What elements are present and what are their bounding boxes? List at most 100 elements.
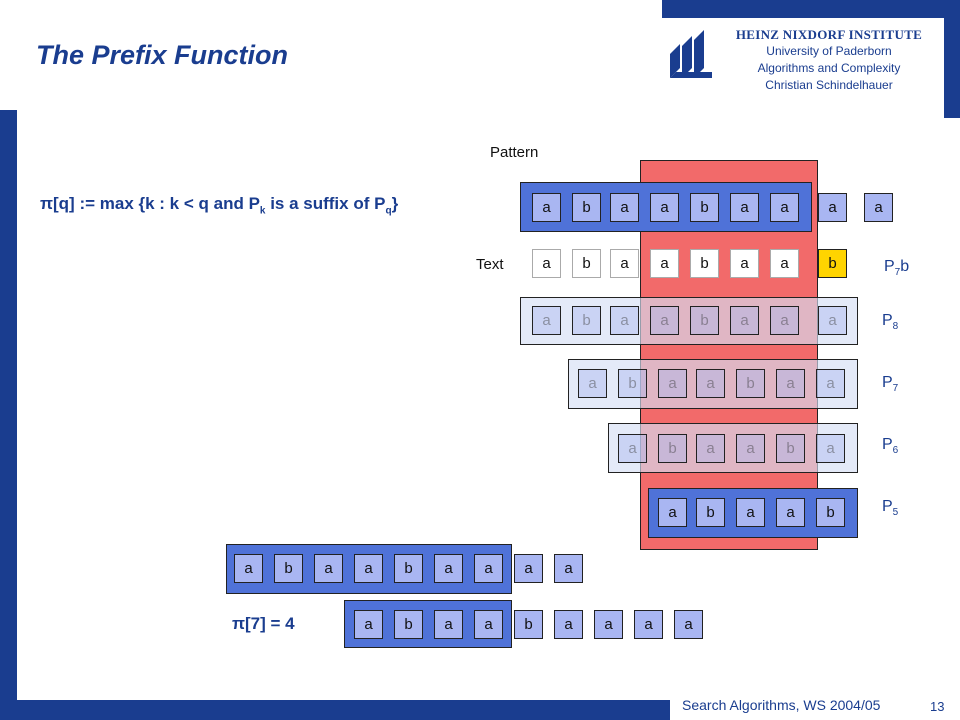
p5-cell: a: [736, 498, 765, 527]
p5-cell: b: [696, 498, 725, 527]
bottom-shift-cell: a: [554, 610, 583, 639]
p8-cell: b: [572, 306, 601, 335]
university-name: University of Paderborn: [766, 44, 892, 58]
p8-cell: a: [730, 306, 759, 335]
p8-frame: [520, 297, 858, 345]
label-p6-base: P: [882, 436, 893, 453]
label-p8-base: P: [882, 312, 893, 329]
department-name: Algorithms and Complexity: [757, 61, 901, 75]
pattern-cell: a: [770, 193, 799, 222]
footer-course: Search Algorithms, WS 2004/05: [682, 697, 881, 713]
label-p5-sub: 5: [892, 507, 899, 519]
p7-cell: b: [618, 369, 647, 398]
pattern-cell: a: [610, 193, 639, 222]
label-p7-sub: 7: [892, 383, 899, 395]
text-cell: a: [650, 249, 679, 278]
p8-cell: a: [610, 306, 639, 335]
bottom-shift-cell: a: [354, 610, 383, 639]
label-p7b-sub: 7: [894, 267, 901, 279]
definition-prefix: π[q] := max {k : k < q and P: [40, 194, 260, 213]
definition-sub-k: k: [259, 205, 266, 217]
p7-cell: a: [578, 369, 607, 398]
header-side-bar: [944, 0, 960, 118]
bottom-shift-cell: a: [674, 610, 703, 639]
page-number: 13: [930, 699, 945, 714]
p7-frame: [568, 359, 858, 409]
pattern-cell: a: [650, 193, 679, 222]
bottom-shift-cell: a: [594, 610, 623, 639]
p8-cell: a: [532, 306, 561, 335]
p6-cell: a: [696, 434, 725, 463]
author-name: Christian Schindelhauer: [765, 78, 893, 92]
university-logo-icon: [670, 30, 712, 78]
bottom-shift-cell: a: [634, 610, 663, 639]
pattern-cell: b: [690, 193, 719, 222]
bottom-pattern-cell: a: [314, 554, 343, 583]
text-mismatch-cell: b: [818, 249, 847, 278]
label-p8: P8: [882, 312, 898, 332]
header-accent-bar: [662, 0, 960, 18]
page-title: The Prefix Function: [36, 40, 289, 70]
text-cell: a: [532, 249, 561, 278]
institute-name: HEINZ NIXDORF INSTITUTE: [735, 27, 923, 42]
text-cell: a: [610, 249, 639, 278]
text-cell: a: [730, 249, 759, 278]
prefix-result: π[7] = 4: [232, 614, 295, 633]
bottom-pattern-cell: b: [394, 554, 423, 583]
p7-cell: b: [736, 369, 765, 398]
bottom-accent-bar: [0, 700, 670, 720]
label-p6-sub: 6: [892, 445, 899, 457]
p8-cell: b: [690, 306, 719, 335]
bottom-shift-cell: b: [514, 610, 543, 639]
label-p8-sub: 8: [892, 321, 899, 333]
left-accent-bar: [0, 110, 17, 700]
label-p5: P5: [882, 498, 898, 518]
p6-cell: b: [658, 434, 687, 463]
p8-cell: a: [818, 306, 847, 335]
text-cell: b: [572, 249, 601, 278]
pattern-cell: a: [818, 193, 847, 222]
p7-cell: a: [816, 369, 845, 398]
label-p7b-base: P: [884, 258, 895, 275]
pattern-cell: a: [864, 193, 893, 222]
text-cell: b: [690, 249, 719, 278]
p5-cell: a: [776, 498, 805, 527]
p8-cell: a: [770, 306, 799, 335]
p6-cell: b: [776, 434, 805, 463]
label-p7b-tail: b: [900, 258, 910, 275]
institute-block: HEINZ NIXDORF INSTITUTE University of Pa…: [714, 26, 944, 94]
label-p7b: P7b: [884, 258, 909, 278]
text-label: Text: [476, 256, 504, 273]
label-p5-base: P: [882, 498, 893, 515]
bottom-pattern-cell: b: [274, 554, 303, 583]
bottom-pattern-cell: a: [514, 554, 543, 583]
p7-cell: a: [696, 369, 725, 398]
p6-cell: a: [816, 434, 845, 463]
definition-sub-q: q: [385, 205, 392, 217]
bottom-pattern-cell: a: [554, 554, 583, 583]
p7-cell: a: [658, 369, 687, 398]
definition-middle: is a suffix of P: [265, 194, 386, 213]
pattern-label: Pattern: [490, 144, 539, 161]
pattern-cell: a: [532, 193, 561, 222]
label-p6: P6: [882, 436, 898, 456]
definition-suffix: }: [391, 194, 399, 213]
bottom-pattern-cell: a: [474, 554, 503, 583]
bottom-shift-cell: a: [434, 610, 463, 639]
text-cell: a: [770, 249, 799, 278]
pattern-cell: b: [572, 193, 601, 222]
bottom-pattern-cell: a: [434, 554, 463, 583]
label-p7-base: P: [882, 374, 893, 391]
p8-cell: a: [650, 306, 679, 335]
p6-cell: a: [618, 434, 647, 463]
prefix-function-definition: π[q] := max {k : k < q and Pk is a suffi…: [40, 194, 398, 216]
bottom-pattern-cell: a: [354, 554, 383, 583]
label-p7: P7: [882, 374, 898, 394]
bottom-shift-cell: b: [394, 610, 423, 639]
p5-cell: a: [658, 498, 687, 527]
p5-cell: b: [816, 498, 845, 527]
pattern-cell: a: [730, 193, 759, 222]
bottom-pattern-cell: a: [234, 554, 263, 583]
bottom-shift-cell: a: [474, 610, 503, 639]
p6-cell: a: [736, 434, 765, 463]
